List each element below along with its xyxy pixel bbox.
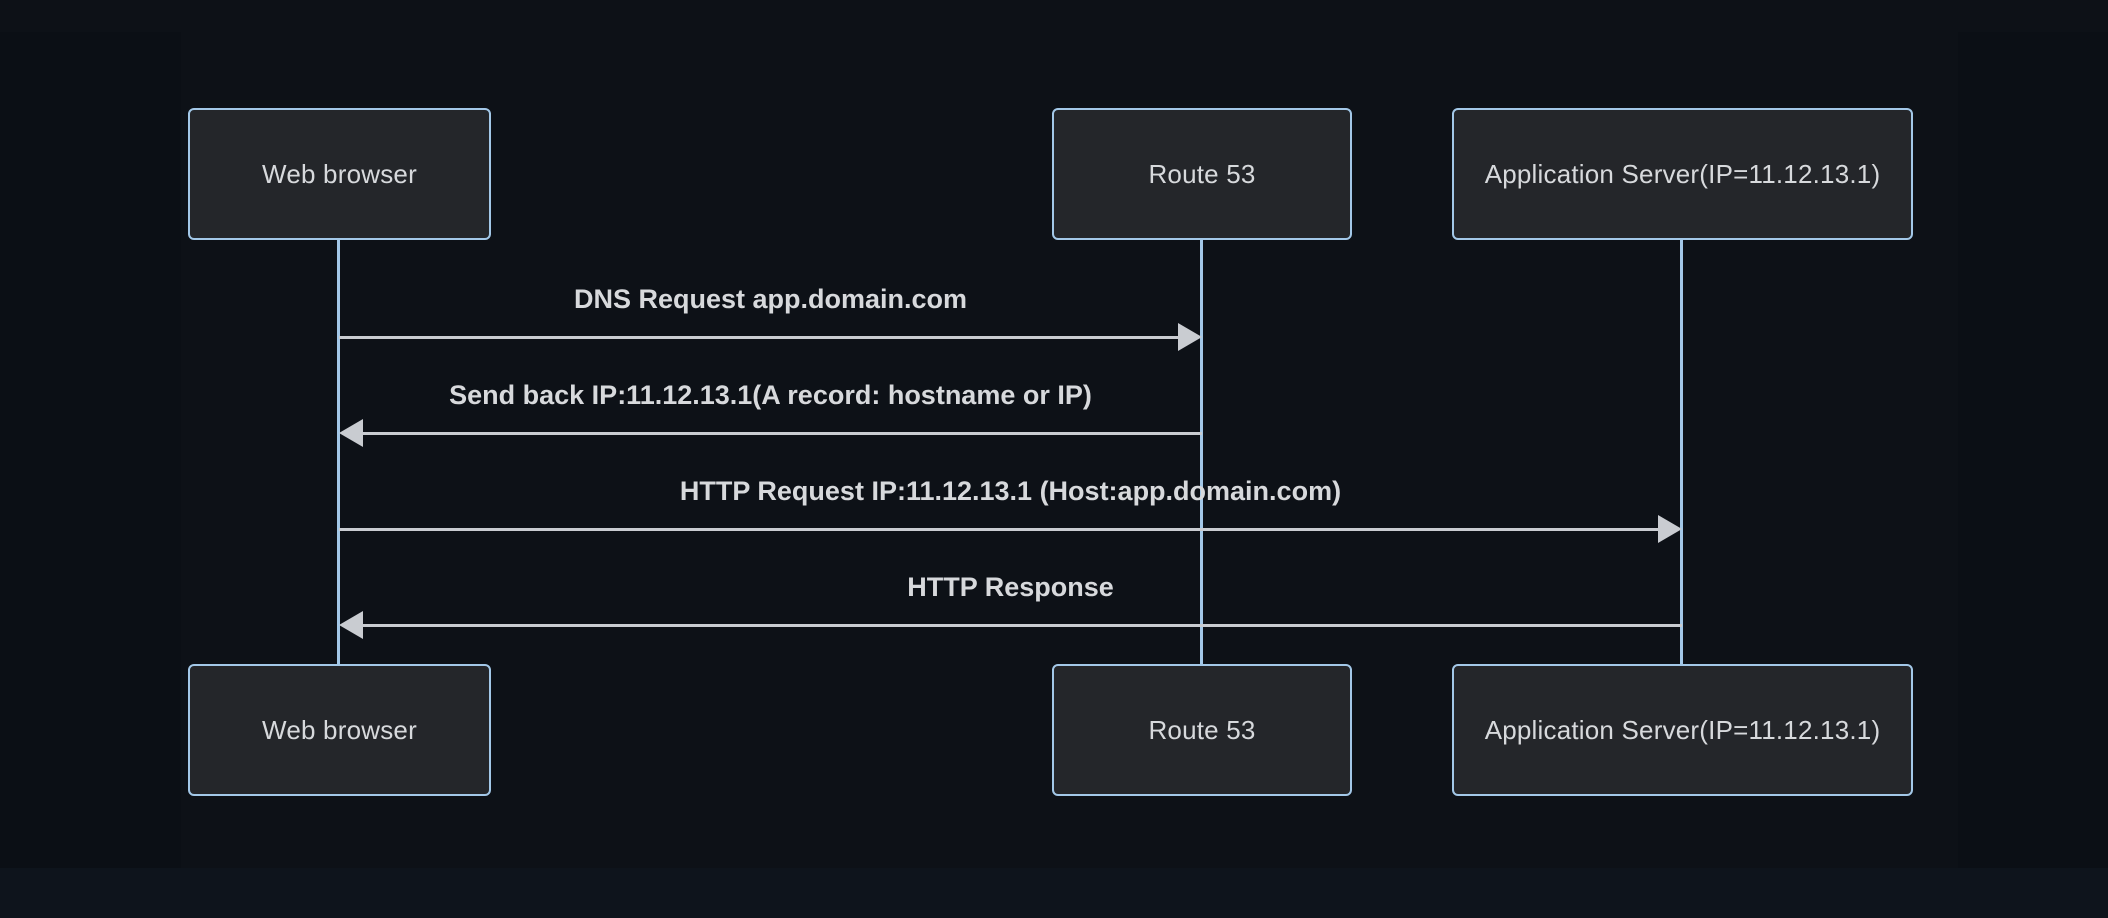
lifeline-application-server — [1680, 240, 1683, 664]
participant-label-application-server-top: Application Server(IP=11.12.13.1) — [1484, 158, 1881, 189]
lifeline-route-53 — [1200, 240, 1203, 664]
message-label-3: HTTP Request IP:11.12.13.1 (Host:app.dom… — [679, 476, 1342, 506]
message-label-1: DNS Request app.domain.com — [573, 284, 968, 314]
participant-box-web-browser-top[interactable]: Web browser — [188, 108, 491, 240]
message-line-1 — [339, 336, 1178, 339]
message-label-2: Send back IP:11.12.13.1(A record: hostna… — [449, 380, 1092, 410]
participant-label-web-browser-bottom: Web browser — [262, 714, 417, 745]
message-arrowhead-2 — [339, 419, 363, 447]
message-label-4: HTTP Response — [907, 572, 1114, 602]
participant-box-web-browser-bottom[interactable]: Web browser — [188, 664, 491, 796]
participant-box-application-server-top[interactable]: Application Server(IP=11.12.13.1) — [1452, 108, 1913, 240]
message-line-2 — [363, 432, 1202, 435]
background-panel-right — [1958, 32, 2108, 868]
participant-label-route-53-bottom: Route 53 — [1148, 714, 1256, 745]
message-line-4 — [363, 624, 1682, 627]
background-panel-left — [0, 32, 181, 868]
participant-label-application-server-bottom: Application Server(IP=11.12.13.1) — [1484, 714, 1881, 745]
participant-box-application-server-bottom[interactable]: Application Server(IP=11.12.13.1) — [1452, 664, 1913, 796]
participant-box-route-53-top[interactable]: Route 53 — [1052, 108, 1352, 240]
message-arrowhead-4 — [339, 611, 363, 639]
message-line-3 — [339, 528, 1658, 531]
participant-box-route-53-bottom[interactable]: Route 53 — [1052, 664, 1352, 796]
message-arrowhead-1 — [1178, 323, 1202, 351]
background-band-bottom — [0, 868, 2108, 918]
message-arrowhead-3 — [1658, 515, 1682, 543]
participant-label-route-53-top: Route 53 — [1148, 158, 1256, 189]
lifeline-web-browser — [337, 240, 340, 664]
participant-label-web-browser-top: Web browser — [262, 158, 417, 189]
